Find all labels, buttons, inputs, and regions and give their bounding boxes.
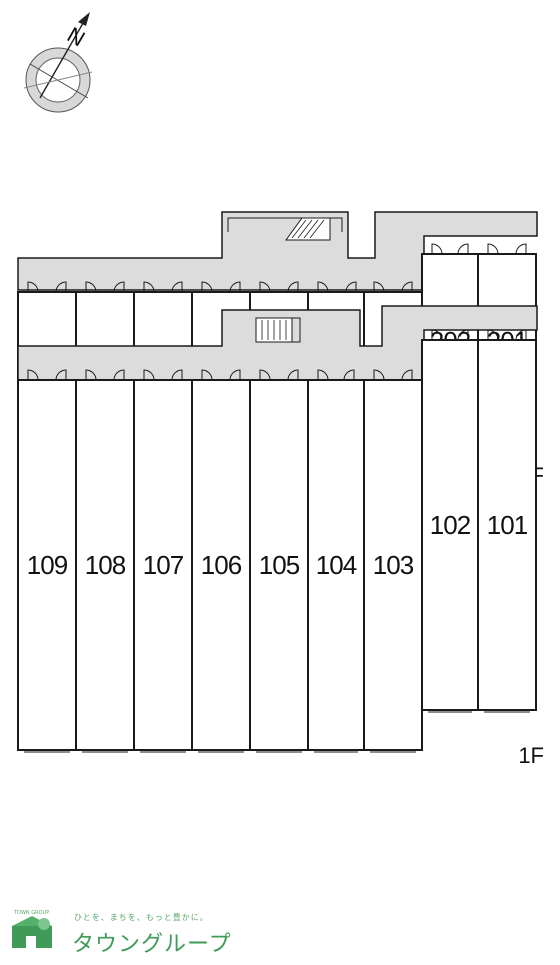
room-label-102: 102 [430,510,471,540]
room-label-105: 105 [259,550,300,580]
floor-label-1f: 1F [518,743,544,768]
compass-icon: N [23,12,93,113]
room-109: 109 [17,369,77,753]
corridor-2f [17,211,538,291]
room-label-106: 106 [201,550,242,580]
town-group-logo: TOWN GROUP ひとを、まちを、もっと豊かに。 タウングループ [8,910,238,957]
room-label-103: 103 [373,550,414,580]
compass-north-label: N [63,22,89,52]
room-label-107: 107 [143,550,184,580]
corridor-1f [17,305,538,381]
rooms-1f: 109 108 107 106 105 104 103 102 101 [17,329,537,753]
logo-mark-text: TOWN GROUP [14,910,50,916]
room-label-108: 108 [85,550,126,580]
room-107: 107 [133,369,193,753]
stairs-2f [285,217,331,241]
room-108: 108 [75,369,135,753]
logo-name: タウングループ [72,932,232,957]
stairs-1f [255,317,301,343]
logo-tagline: ひとを、まちを、もっと豊かに。 [74,913,209,922]
room-104: 104 [307,369,365,753]
room-101: 101 [477,329,537,713]
room-102: 102 [421,329,479,713]
room-label-109: 109 [27,550,68,580]
room-103: 103 [363,369,423,753]
room-label-101: 101 [487,510,528,540]
room-105: 105 [249,369,309,753]
house-tree-icon [12,916,52,948]
room-label-104: 104 [316,550,357,580]
room-106: 106 [191,369,251,753]
